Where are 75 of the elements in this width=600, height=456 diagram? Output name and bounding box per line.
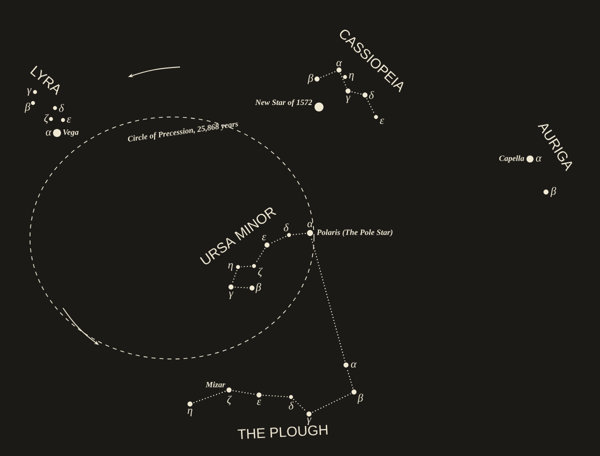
dotted-line <box>255 248 266 264</box>
star <box>544 190 548 194</box>
star <box>250 286 254 290</box>
greek-letter: γ <box>229 292 234 300</box>
star <box>236 265 240 269</box>
dotted-line <box>292 232 306 236</box>
star <box>188 402 192 406</box>
star <box>287 233 291 237</box>
dotted-line <box>262 394 288 398</box>
star <box>314 76 320 82</box>
star <box>226 388 232 392</box>
greek-letter: δ <box>369 91 374 99</box>
star <box>307 230 313 236</box>
dotted-line <box>270 236 287 244</box>
star <box>61 118 65 122</box>
dotted-line <box>351 91 362 95</box>
constellation-name: THE PLOUGH <box>238 424 328 439</box>
dotted-line <box>346 368 354 389</box>
greek-letter: η <box>228 263 233 271</box>
greek-letter: η <box>188 408 192 416</box>
greek-letter: γ <box>307 418 312 426</box>
star <box>346 88 350 94</box>
greek-letter: β <box>308 74 314 84</box>
greek-letter: α <box>307 222 314 228</box>
star <box>264 242 270 248</box>
star <box>344 362 348 368</box>
star-name: Vega <box>63 130 79 136</box>
star <box>362 92 368 98</box>
star <box>306 412 312 416</box>
star <box>31 101 35 105</box>
circle-label: Circle of Precession, 25,868 years <box>128 122 238 142</box>
star-name: Mizar <box>206 382 226 388</box>
star-name: Polaris (The Pole Star) <box>316 229 392 237</box>
greek-letter: ζ <box>258 268 263 278</box>
greek-letter: ε <box>257 400 262 405</box>
greek-letter: α <box>351 362 357 368</box>
greek-letter: γ <box>27 88 32 96</box>
greek-letter: δ <box>59 104 64 112</box>
dotted-line <box>312 393 352 413</box>
greek-letter: ζ <box>227 396 232 406</box>
star <box>33 90 37 94</box>
greek-letter: ζ <box>44 114 49 124</box>
star-name: New Star of 1572 <box>255 99 312 107</box>
greek-letter: γ <box>346 96 350 104</box>
dotted-line <box>366 98 376 115</box>
dotted-line <box>320 70 336 78</box>
star <box>53 106 57 110</box>
star <box>352 390 356 394</box>
dotted-line <box>232 270 238 284</box>
star <box>289 395 293 399</box>
dotted-line <box>232 390 256 395</box>
greek-letter: δ <box>284 224 289 232</box>
dotted-line <box>292 398 307 412</box>
dotted-line <box>340 72 348 88</box>
greek-letter: α <box>336 61 342 66</box>
star <box>336 68 342 72</box>
greek-letter: ε <box>380 118 384 124</box>
star <box>228 284 234 290</box>
greek-letter: ε <box>66 117 72 123</box>
dotted-line <box>240 266 252 268</box>
greek-letter: β <box>550 186 556 198</box>
greek-letter: α <box>46 130 52 136</box>
greek-letter: β <box>358 394 364 404</box>
greek-letter: β <box>24 102 30 113</box>
star <box>343 75 347 79</box>
dotted-line <box>234 286 249 288</box>
greek-letter: β <box>256 282 262 294</box>
star <box>49 117 53 121</box>
star <box>256 392 262 398</box>
star <box>374 115 378 119</box>
greek-letter: δ <box>288 402 294 410</box>
star <box>252 264 256 268</box>
star-name: Capella <box>499 155 524 163</box>
dotted-line <box>192 390 226 404</box>
dotted-line <box>310 236 346 362</box>
